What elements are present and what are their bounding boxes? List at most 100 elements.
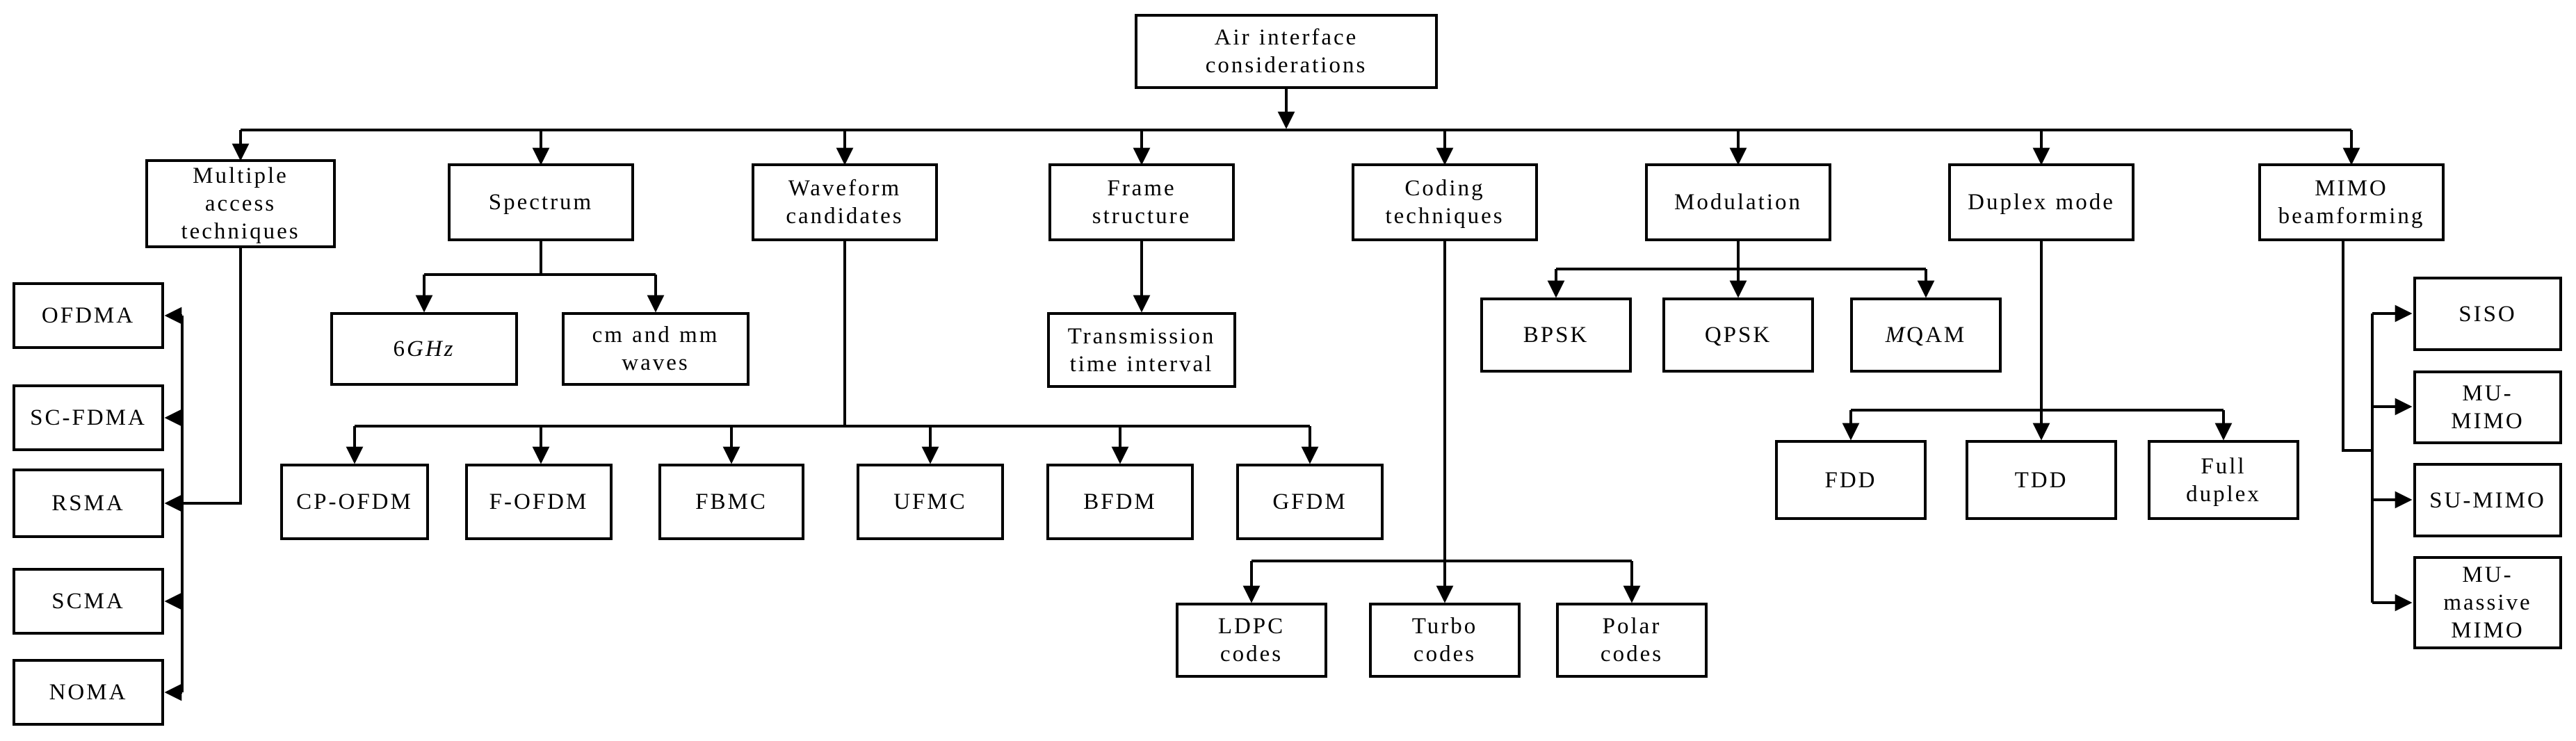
node-f-ofdm: F-OFDM	[465, 464, 613, 540]
node-coding-techniques: Coding techniques	[1352, 163, 1538, 241]
node-label-line: F-OFDM	[489, 489, 589, 514]
node-bpsk: BPSK	[1480, 298, 1632, 373]
node-label-line: MU-	[2462, 562, 2513, 587]
node-mqam: MQAM	[1850, 298, 2002, 373]
connector-root-bus	[232, 89, 2360, 165]
node-ufmc: UFMC	[857, 464, 1004, 540]
node-label-line: SCMA	[51, 589, 125, 614]
node-6ghz: 6GHz	[330, 312, 518, 386]
node-label-line: access	[204, 191, 277, 216]
node-label-line: duplex	[2186, 481, 2261, 507]
connector-duplex	[1842, 241, 2233, 441]
node-label-line: BFDM	[1083, 489, 1157, 514]
node-label-line: Transmission	[1067, 323, 1216, 349]
node-label-line: QPSK	[1704, 323, 1772, 348]
node-label-line: waves	[622, 350, 690, 375]
node-siso: SISO	[2413, 277, 2562, 351]
node-scma: SCMA	[13, 568, 164, 635]
node-label-line: SU-MIMO	[2429, 487, 2546, 513]
node-label-line: Turbo	[1411, 614, 1478, 639]
node-label-line: NOMA	[49, 680, 128, 705]
node-sc-fdma: SC-FDMA	[13, 384, 164, 451]
connector-mimo	[2342, 241, 2413, 612]
node-label-line: FBMC	[695, 489, 768, 514]
node-label-line: candidates	[786, 204, 904, 229]
node-label-line: Air interface	[1214, 25, 1359, 50]
node-mu-massive-mimo: MU- massive MIMO	[2413, 556, 2562, 649]
node-frame-structure: Frame structure	[1048, 163, 1235, 241]
node-full-duplex: Full duplex	[2148, 440, 2299, 520]
node-duplex-mode: Duplex mode	[1948, 163, 2134, 241]
node-fbmc: FBMC	[658, 464, 804, 540]
node-label-line: MIMO	[2315, 176, 2388, 201]
mqam-m: M	[1885, 323, 1907, 348]
node-qpsk: QPSK	[1662, 298, 1814, 373]
node-label-line: MIMO	[2451, 618, 2525, 643]
node-tdd: TDD	[1966, 440, 2117, 520]
node-spectrum: Spectrum	[448, 163, 634, 241]
node-air-interface-considerations: Air interface considerations	[1135, 14, 1438, 89]
node-cm-and-mm-waves: cm and mm waves	[562, 312, 750, 386]
node-label-line: Multiple	[193, 163, 289, 188]
node-label-line: MIMO	[2451, 409, 2525, 434]
node-label-line: OFDMA	[41, 303, 136, 328]
node-label-line: UFMC	[893, 489, 967, 514]
node-mu-mimo: MU- MIMO	[2413, 370, 2562, 444]
node-label-line: SISO	[2458, 301, 2517, 327]
6ghz-number: 6	[393, 336, 407, 361]
node-label-line: TDD	[2014, 467, 2068, 493]
node-label-line: Duplex mode	[1968, 190, 2115, 215]
node-label-line: RSMA	[51, 491, 125, 516]
node-mimo-beamforming: MIMO beamforming	[2258, 163, 2445, 241]
node-label-line: LDPC	[1217, 614, 1286, 639]
node-fdd: FDD	[1775, 440, 1927, 520]
node-label-line: cm and mm	[592, 323, 720, 348]
connector-waveform	[346, 241, 1319, 464]
node-turbo-codes: Turbo codes	[1369, 603, 1521, 678]
node-ldpc-codes: LDPC codes	[1176, 603, 1327, 678]
node-label-line: Spectrum	[488, 190, 594, 215]
node-noma: NOMA	[13, 659, 164, 726]
node-label-line: SC-FDMA	[30, 405, 147, 430]
node-label-line: Coding	[1404, 176, 1485, 201]
node-label-line: codes	[1413, 642, 1477, 667]
node-label-line: techniques	[181, 219, 300, 244]
node-polar-codes: Polar codes	[1556, 603, 1708, 678]
node-label-line: considerations	[1205, 53, 1368, 78]
connector-coding	[1242, 241, 1641, 603]
node-su-mimo: SU-MIMO	[2413, 463, 2562, 537]
node-label-line: Modulation	[1674, 190, 1802, 215]
node-label-line: structure	[1092, 204, 1192, 229]
node-label-line: GFDM	[1272, 489, 1347, 514]
node-rsma: RSMA	[13, 469, 164, 538]
node-ofdma: OFDMA	[13, 282, 164, 349]
6ghz-unit: GHz	[406, 336, 455, 361]
node-label-line: techniques	[1385, 204, 1505, 229]
node-bfdm: BFDM	[1046, 464, 1194, 540]
node-label-line: Frame	[1107, 176, 1176, 201]
node-label-line: 6GHz	[393, 335, 455, 363]
node-label-line: time interval	[1069, 351, 1214, 377]
node-label-line: Polar	[1602, 614, 1662, 639]
node-label-line: Waveform	[788, 176, 902, 201]
connector-multiple-access	[164, 248, 242, 701]
node-label-line: codes	[1220, 642, 1283, 667]
node-label-line: Full	[2201, 453, 2246, 479]
node-gfdm: GFDM	[1236, 464, 1384, 540]
node-label-line: CP-OFDM	[296, 489, 413, 514]
node-label-line: MQAM	[1886, 321, 1967, 349]
connector-spectrum	[415, 241, 665, 313]
node-modulation: Modulation	[1645, 163, 1831, 241]
node-multiple-access-techniques: Multiple access techniques	[145, 159, 336, 248]
node-cp-ofdm: CP-OFDM	[280, 464, 429, 540]
node-transmission-time-interval: Transmission time interval	[1047, 312, 1236, 388]
node-label-line: massive	[2443, 590, 2532, 615]
node-label-line: BPSK	[1523, 323, 1589, 348]
node-waveform-candidates: Waveform candidates	[752, 163, 938, 241]
node-label-line: beamforming	[2278, 204, 2425, 229]
node-label-line: MU-	[2462, 381, 2513, 406]
connector-modulation	[1547, 241, 1935, 298]
node-label-line: codes	[1600, 642, 1664, 667]
